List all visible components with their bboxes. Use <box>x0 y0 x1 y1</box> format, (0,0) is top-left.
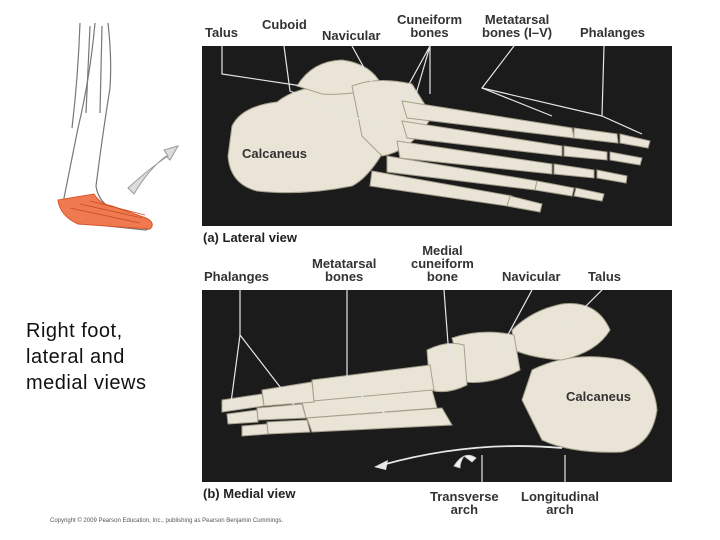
label-phalanges-lateral: Phalanges <box>580 25 646 40</box>
leader-lines-lateral <box>221 46 643 135</box>
label-cuboid-lateral: Cuboid <box>262 17 307 32</box>
arrowhead-icon <box>374 460 388 470</box>
label-cuneiform-lateral: Cuneiform bones <box>397 12 462 40</box>
longitudinal-arch-arrow-icon <box>381 445 563 466</box>
lateral-view-photo: Calcaneus <box>202 46 672 226</box>
label-talus-lateral: Talus <box>205 25 238 40</box>
foot-bones-medial <box>221 303 658 453</box>
foot-bones-lateral <box>227 59 651 213</box>
label-longitudinal-arch: Longitudinal arch <box>521 489 599 517</box>
label-navicular-lateral: Navicular <box>322 28 381 43</box>
leg-illustration <box>57 22 180 231</box>
leader-lines-medial <box>229 290 603 482</box>
label-metatarsal-medial: Metatarsal bones <box>312 256 377 284</box>
label-phalanges-medial: Phalanges <box>204 269 270 284</box>
foot-highlight <box>57 193 153 230</box>
label-transverse-arch: Transverse arch <box>430 489 499 517</box>
copyright-notice: Copyright © 2009 Pearson Education, Inc.… <box>50 518 284 524</box>
label-talus-medial: Talus <box>588 269 621 284</box>
figure-title: Right foot, lateral and medial views <box>26 320 147 394</box>
label-calcaneus-medial: Calcaneus <box>566 389 631 404</box>
label-medial-cuneiform: Medial cuneiform bone <box>411 243 474 284</box>
label-calcaneus-lateral: Calcaneus <box>242 146 307 161</box>
label-navicular-medial: Navicular <box>502 269 561 284</box>
pointer-arrow-icon <box>127 145 180 195</box>
label-metatarsal-lateral: Metatarsal bones (I–V) <box>482 12 553 40</box>
caption-lateral-view: (a) Lateral view <box>203 230 297 245</box>
caption-medial-view: (b) Medial view <box>203 486 296 501</box>
transverse-arch-icon <box>453 454 477 469</box>
medial-view-photo: Calcaneus <box>202 290 672 482</box>
